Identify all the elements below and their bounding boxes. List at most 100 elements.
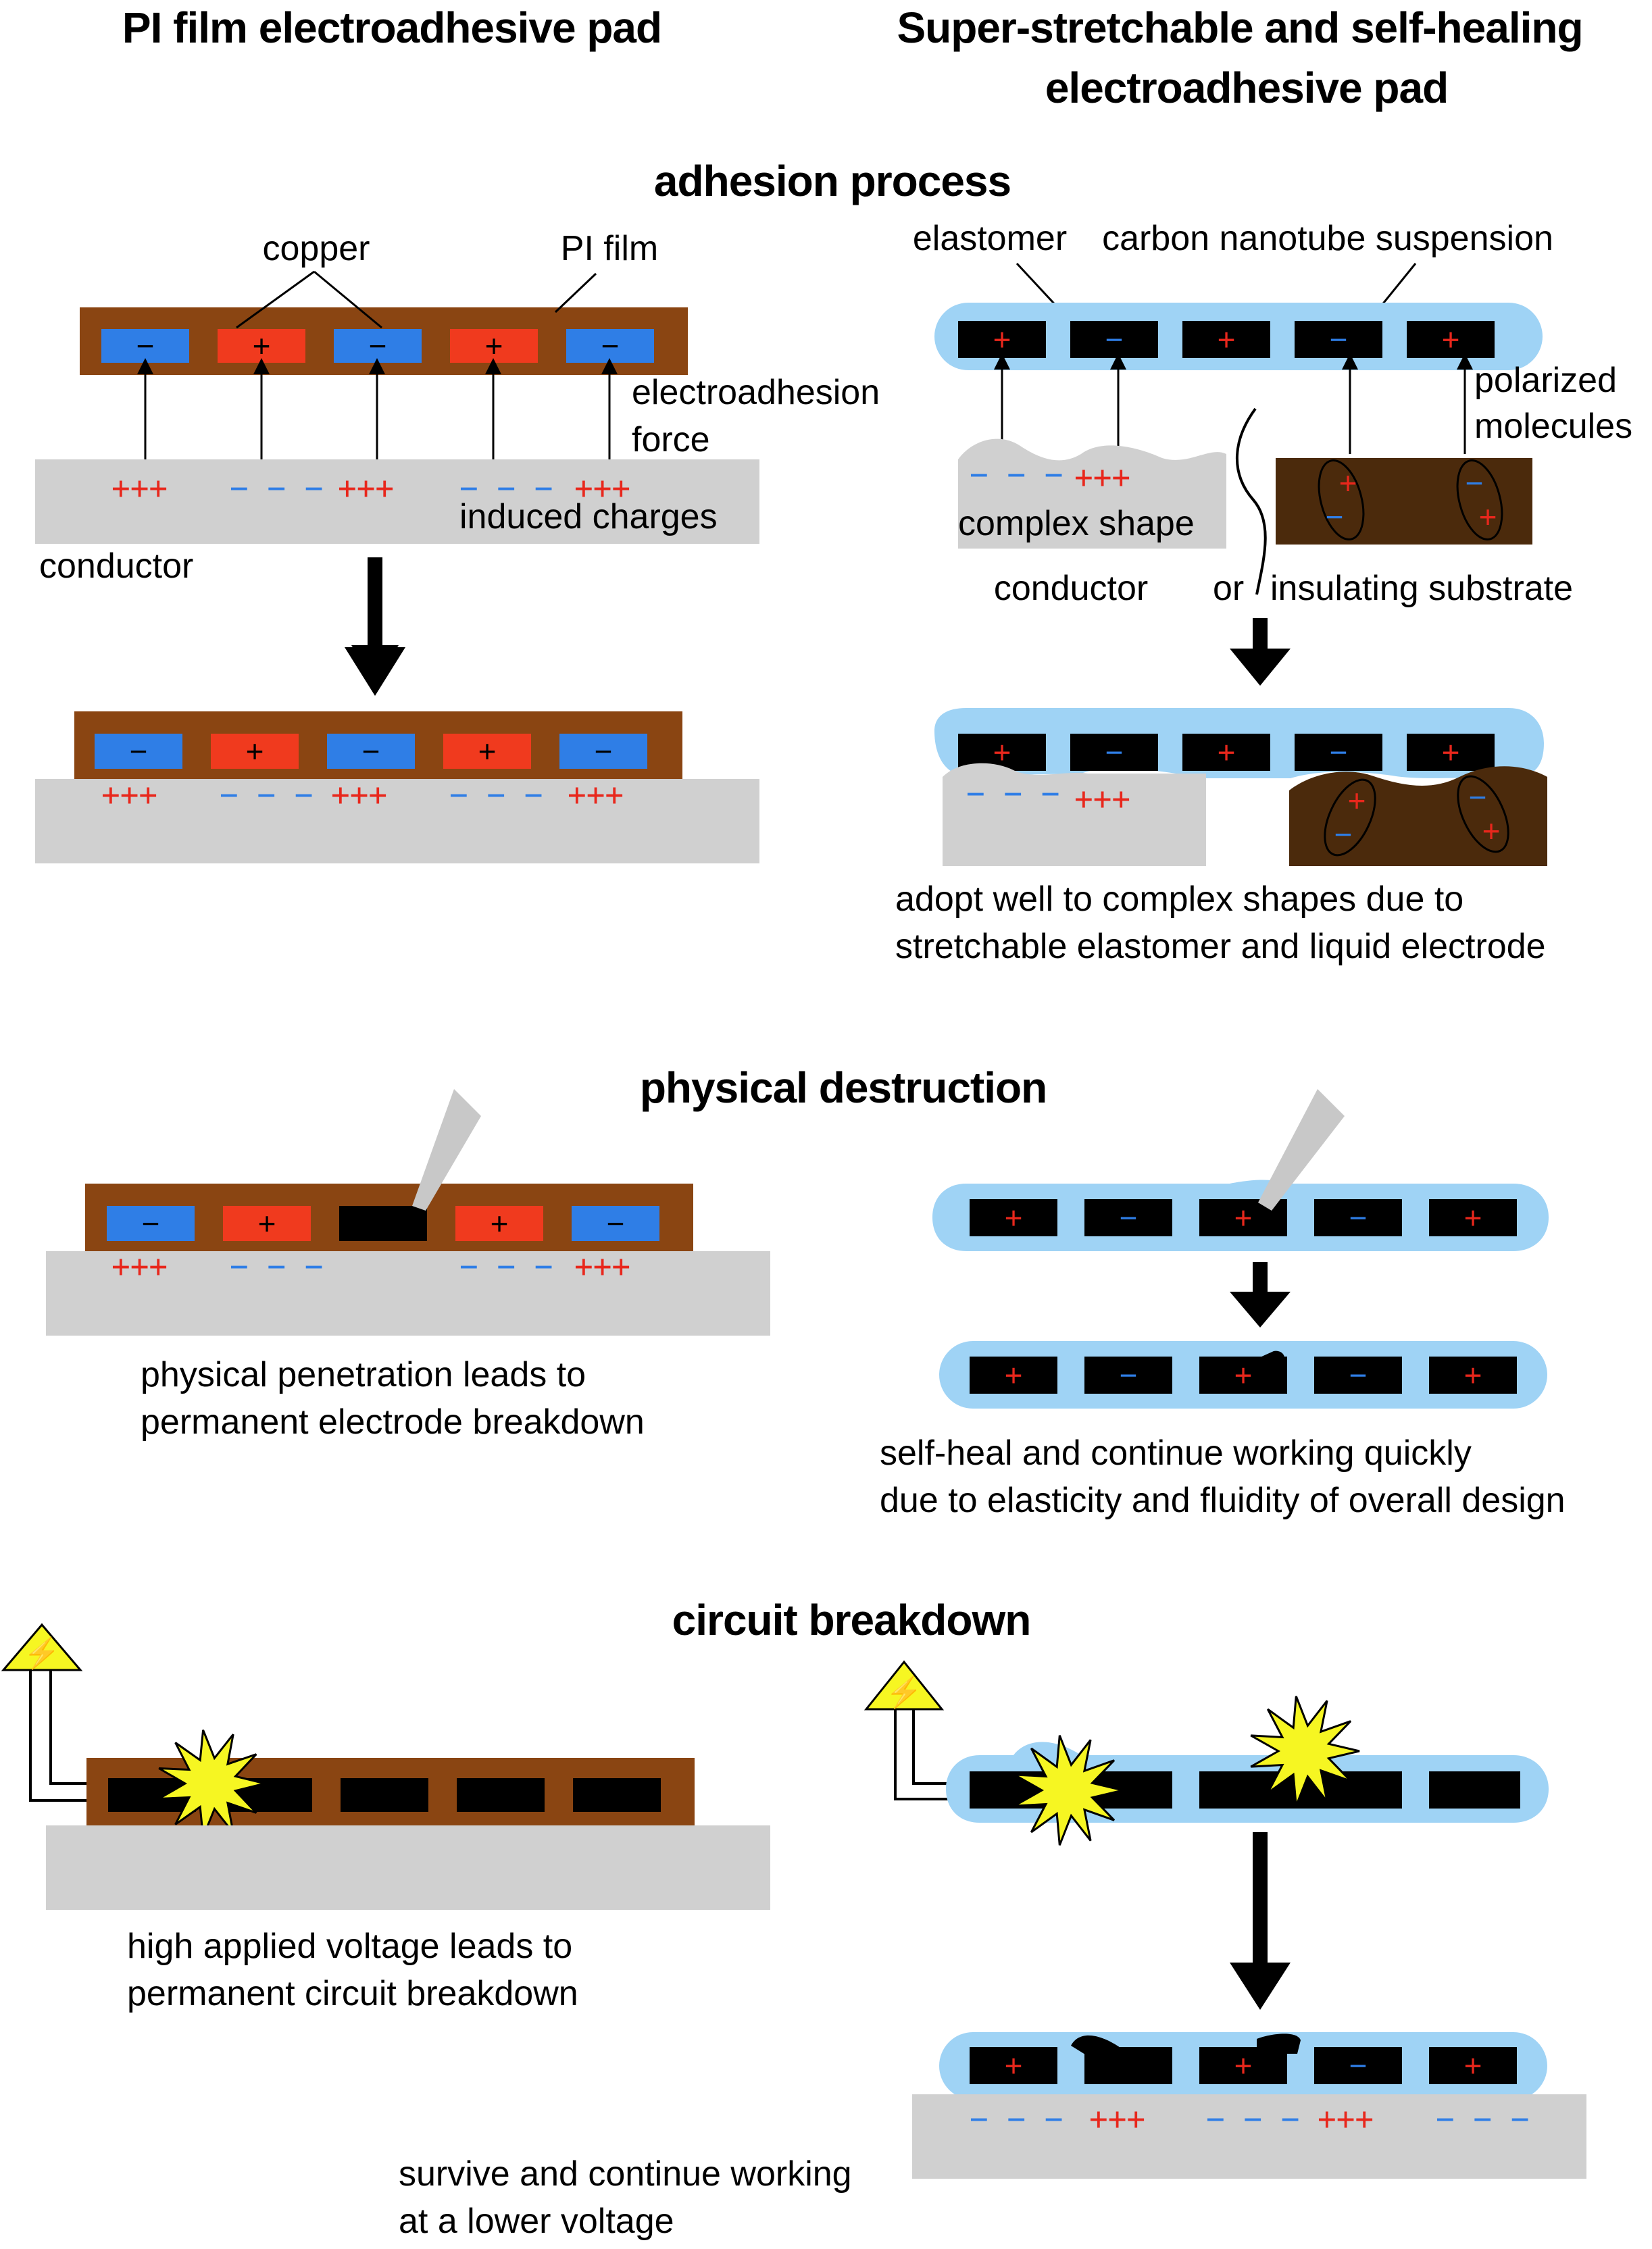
copper-electrode-negative: [327, 734, 415, 769]
complex-shape-conductor-after: [943, 763, 1206, 866]
cnt-electrode: [1084, 1357, 1172, 1394]
plus-sign: +: [1464, 1201, 1482, 1236]
label-survive-line2: at a lower voltage: [399, 2202, 674, 2241]
warning-sign-left: ⚡: [1, 1623, 86, 1802]
plus-charges: +++: [338, 470, 394, 506]
plus-sign: +: [993, 322, 1011, 357]
minus-charges: − − −: [459, 470, 553, 506]
minus-charges: − − −: [970, 2100, 1063, 2137]
copper-electrode-negative: [101, 329, 189, 363]
cnt-electrode: [970, 1357, 1057, 1394]
label-force: force: [632, 420, 710, 459]
minus-sign: −: [1120, 1358, 1138, 1393]
electrode-black: [457, 1778, 545, 1812]
plus-charges: +++: [111, 470, 168, 506]
plus-sign: +: [258, 1206, 276, 1241]
healed-electrode-blob: [1247, 1350, 1285, 1363]
copper-electrode-negative: [559, 734, 647, 769]
minus-charges: − − −: [1206, 2100, 1299, 2137]
minus-charges: − − −: [230, 470, 323, 506]
section-adhesion-process: adhesion process: [654, 157, 1011, 205]
complex-shape-conductor: [958, 438, 1226, 549]
conductor-substrate-survived: [912, 2094, 1586, 2179]
lightning-icon-left: ⚡: [24, 1636, 61, 1671]
section-circuit-breakdown: circuit breakdown: [672, 1596, 1031, 1644]
label-survive-line1: survive and continue working: [399, 2154, 852, 2194]
plus-charges: +++: [331, 776, 387, 813]
plus-sign: +: [1442, 322, 1460, 357]
label-molecules: molecules: [1474, 407, 1632, 446]
spark-right-2: [1250, 1696, 1360, 1806]
plus-sign: +: [1005, 1358, 1023, 1393]
header-right-line2: electroadhesive pad: [1045, 64, 1448, 112]
plus-sign: +: [1234, 1201, 1253, 1236]
minus-charges: − − −: [449, 776, 543, 813]
cnt-electrode: [1070, 734, 1158, 771]
plus-sign: +: [478, 734, 497, 769]
plus-sign: +: [253, 328, 271, 363]
plus-sign: +: [1005, 2048, 1023, 2083]
conductor-substrate-circuit: [46, 1825, 770, 1910]
induced-charges-row: +++ − − − +++ − − − +++: [111, 470, 630, 506]
plus-sign: +: [491, 1206, 509, 1241]
minus-sign: −: [601, 328, 620, 363]
cnt-electrode: [958, 321, 1046, 358]
induced-charges-row-after: +++− − −+++− − −+++: [101, 776, 624, 813]
copper-electrode-negative: [566, 329, 654, 363]
plus-sign: +: [1234, 2048, 1253, 2083]
cnt-electrode: [1070, 321, 1158, 358]
pi-pad-before: −+−+−: [80, 307, 688, 375]
plus-sign: +: [1005, 1201, 1023, 1236]
label-adopt-line1: adopt well to complex shapes due to: [895, 880, 1463, 919]
minus-sign: −: [1334, 817, 1353, 852]
electrode-black: [341, 1778, 428, 1812]
plus-sign: +: [1482, 813, 1501, 849]
plus-charges: +++: [574, 470, 630, 506]
big-down-arrow-circuit: [1230, 1832, 1291, 2010]
label-penetration-line2: permanent electrode breakdown: [141, 1403, 645, 1442]
conductor-substrate-left: [35, 459, 759, 544]
label-penetration-line1: physical penetration leads to: [141, 1355, 586, 1394]
plus-charges: +++: [568, 776, 624, 813]
cnt-electrode: [1429, 1199, 1517, 1236]
polarized-molecule: [1457, 775, 1509, 853]
copper-electrode-positive: [211, 734, 299, 769]
copper-pointer-2: [314, 270, 382, 329]
needle-right: [1258, 1089, 1345, 1211]
minus-charges: − − −: [1436, 2100, 1529, 2137]
spark-left: [158, 1729, 266, 1838]
label-adopt-line2: stretchable elastomer and liquid electro…: [895, 927, 1546, 966]
minus-sign: −: [142, 1206, 160, 1241]
lightning-icon-right: ⚡: [886, 1675, 923, 1710]
copper-electrode-positive: [218, 329, 305, 363]
minus-sign: −: [1349, 1201, 1368, 1236]
minus-sign: −: [1466, 465, 1484, 501]
cnt-electrode: [1407, 321, 1495, 358]
cnt-electrode: [1407, 734, 1495, 771]
warning-sign-right: ⚡: [863, 1660, 949, 1800]
conductor-substrate-left-after: [35, 779, 759, 863]
plus-sign: +: [1348, 783, 1366, 818]
minus-sign: −: [607, 1206, 625, 1241]
copper-pointer-1: [236, 270, 315, 329]
minus-sign: −: [1349, 2048, 1368, 2083]
minus-sign: −: [1469, 780, 1487, 815]
big-down-arrow-right-1: [1230, 618, 1291, 686]
plus-sign: +: [1479, 499, 1497, 534]
cnt-electrode: [1182, 734, 1270, 771]
conductor-substrate-phys: [46, 1251, 770, 1336]
minus-sign: −: [1349, 1358, 1368, 1393]
polarized-molecule: [1456, 459, 1503, 540]
plus-charges: +++: [111, 1248, 168, 1284]
polarized-molecule: [1324, 778, 1376, 857]
label-cnt-suspension: carbon nanotube suspension: [1102, 219, 1553, 258]
complex-charges-minus: − − −: [970, 456, 1063, 492]
label-polarized: polarized: [1474, 361, 1617, 400]
minus-sign: −: [1330, 735, 1348, 770]
plus-charges: +++: [101, 776, 157, 813]
complex-charges-plus: +++: [1074, 459, 1130, 495]
label-insulating-substrate: insulating substrate: [1270, 569, 1573, 608]
plus-sign: +: [1442, 735, 1460, 770]
minus-sign: −: [136, 328, 155, 363]
insulating-substrate-after: [1289, 766, 1547, 866]
